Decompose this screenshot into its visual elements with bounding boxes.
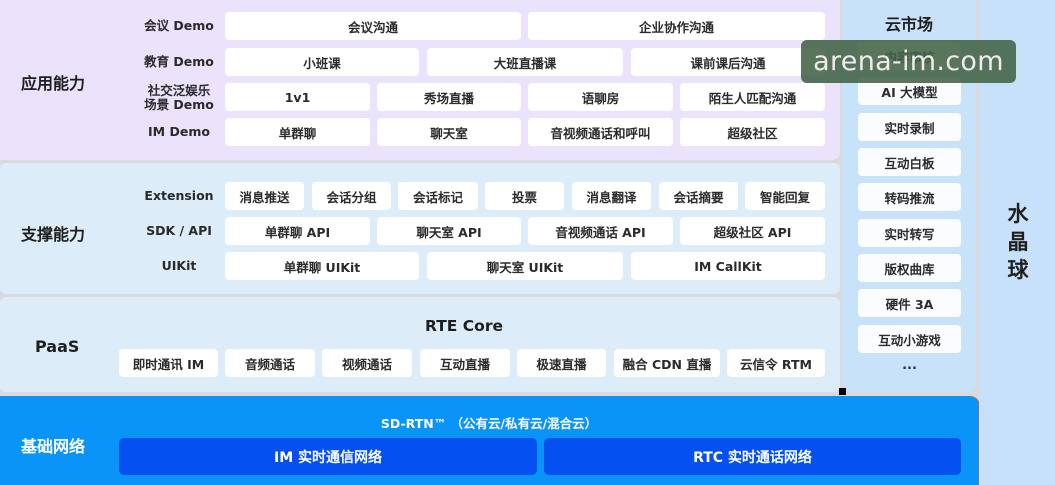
- rte-core-title: RTE Core: [425, 317, 503, 335]
- uikit-item-single-group[interactable]: 单群聊 UIKit: [225, 252, 419, 280]
- app-item-voice-room[interactable]: 语聊房: [528, 83, 673, 111]
- ext-item-conv-mark[interactable]: 会话标记: [398, 182, 478, 210]
- app-item-chatroom[interactable]: 聊天室: [377, 118, 521, 146]
- market-item-music-library[interactable]: 版权曲库: [858, 254, 961, 282]
- api-item-av-call[interactable]: 音视频通话 API: [528, 217, 673, 245]
- market-item-mini-games[interactable]: 互动小游戏: [858, 325, 961, 353]
- row-label-uikit: UIKit: [161, 258, 197, 273]
- network-layer-title: 基础网络: [21, 437, 86, 456]
- sd-rtn-subtitle: SD-RTN™ （公有云/私有云/混合云）: [380, 416, 598, 431]
- market-more: ...: [902, 358, 917, 373]
- app-item-meeting-comm[interactable]: 会议沟通: [225, 12, 521, 40]
- ext-item-translate[interactable]: 消息翻译: [572, 182, 651, 210]
- app-item-av-call[interactable]: 音视频通话和呼叫: [528, 118, 673, 146]
- rtc-network[interactable]: RTC 实时通话网络: [544, 438, 961, 475]
- cloud-market-title: 云市场: [884, 15, 933, 34]
- ext-item-conv-group[interactable]: 会话分组: [312, 182, 391, 210]
- crystal-char-3: 球: [1007, 258, 1029, 282]
- app-item-super-community[interactable]: 超级社区: [680, 118, 825, 146]
- uikit-item-callkit[interactable]: IM CallKit: [631, 252, 825, 280]
- paas-item-audio-call[interactable]: 音频通话: [225, 349, 315, 377]
- paas-item-fast-live[interactable]: 极速直播: [517, 349, 606, 377]
- row-label-extension: Extension: [144, 188, 214, 203]
- ext-item-smart-reply[interactable]: 智能回复: [745, 182, 825, 210]
- corner-marker: [839, 388, 846, 395]
- row-label-social: 社交泛娱乐 场景 Demo: [135, 84, 223, 112]
- row-label-social-line1: 社交泛娱乐: [147, 83, 211, 98]
- paas-item-interactive-live[interactable]: 互动直播: [420, 349, 510, 377]
- market-item-whiteboard[interactable]: 互动白板: [858, 148, 961, 176]
- watermark: arena-im.com: [801, 40, 1016, 83]
- paas-layer: [0, 297, 840, 392]
- paas-item-rtm[interactable]: 云信令 RTM: [727, 349, 825, 377]
- row-label-education: 教育 Demo: [144, 54, 214, 69]
- api-item-chatroom[interactable]: 聊天室 API: [377, 217, 521, 245]
- api-item-super-community[interactable]: 超级社区 API: [680, 217, 825, 245]
- ext-item-push[interactable]: 消息推送: [225, 182, 304, 210]
- app-item-show-live[interactable]: 秀场直播: [377, 83, 521, 111]
- api-item-single-group[interactable]: 单群聊 API: [225, 217, 370, 245]
- market-item-transcode-push[interactable]: 转码推流: [858, 183, 961, 211]
- row-label-social-line2: 场景 Demo: [144, 97, 214, 112]
- market-item-hardware-3a[interactable]: 硬件 3A: [858, 289, 961, 317]
- crystal-char-1: 水: [1007, 202, 1029, 226]
- im-network[interactable]: IM 实时通信网络: [119, 438, 537, 475]
- support-layer-title: 支撑能力: [21, 225, 86, 244]
- ext-item-vote[interactable]: 投票: [485, 182, 564, 210]
- row-label-im: IM Demo: [148, 124, 210, 139]
- crystal-char-2: 晶: [1007, 230, 1029, 254]
- app-item-small-class[interactable]: 小班课: [225, 48, 419, 76]
- paas-item-video-call[interactable]: 视频通话: [322, 349, 412, 377]
- paas-item-im[interactable]: 即时通讯 IM: [119, 349, 218, 377]
- app-item-stranger-match[interactable]: 陌生人匹配沟通: [680, 83, 825, 111]
- app-item-1v1[interactable]: 1v1: [225, 83, 370, 111]
- app-item-large-class-live[interactable]: 大班直播课: [427, 48, 623, 76]
- app-item-single-group-chat[interactable]: 单群聊: [225, 118, 370, 146]
- app-item-enterprise-collab[interactable]: 企业协作沟通: [528, 12, 825, 40]
- row-label-sdk-api: SDK / API: [146, 223, 212, 238]
- app-layer-title: 应用能力: [21, 74, 86, 93]
- row-label-meeting: 会议 Demo: [144, 18, 214, 33]
- app-item-pre-post-class[interactable]: 课前课后沟通: [631, 48, 825, 76]
- market-item-recording[interactable]: 实时录制: [858, 113, 961, 141]
- crystal-ball-title: 水 晶 球: [1000, 200, 1036, 284]
- uikit-item-chatroom[interactable]: 聊天室 UIKit: [427, 252, 623, 280]
- paas-layer-title: PaaS: [35, 337, 80, 356]
- market-item-transcription[interactable]: 实时转写: [858, 219, 961, 247]
- paas-item-cdn-live[interactable]: 融合 CDN 直播: [614, 349, 720, 377]
- ext-item-summary[interactable]: 会话摘要: [659, 182, 738, 210]
